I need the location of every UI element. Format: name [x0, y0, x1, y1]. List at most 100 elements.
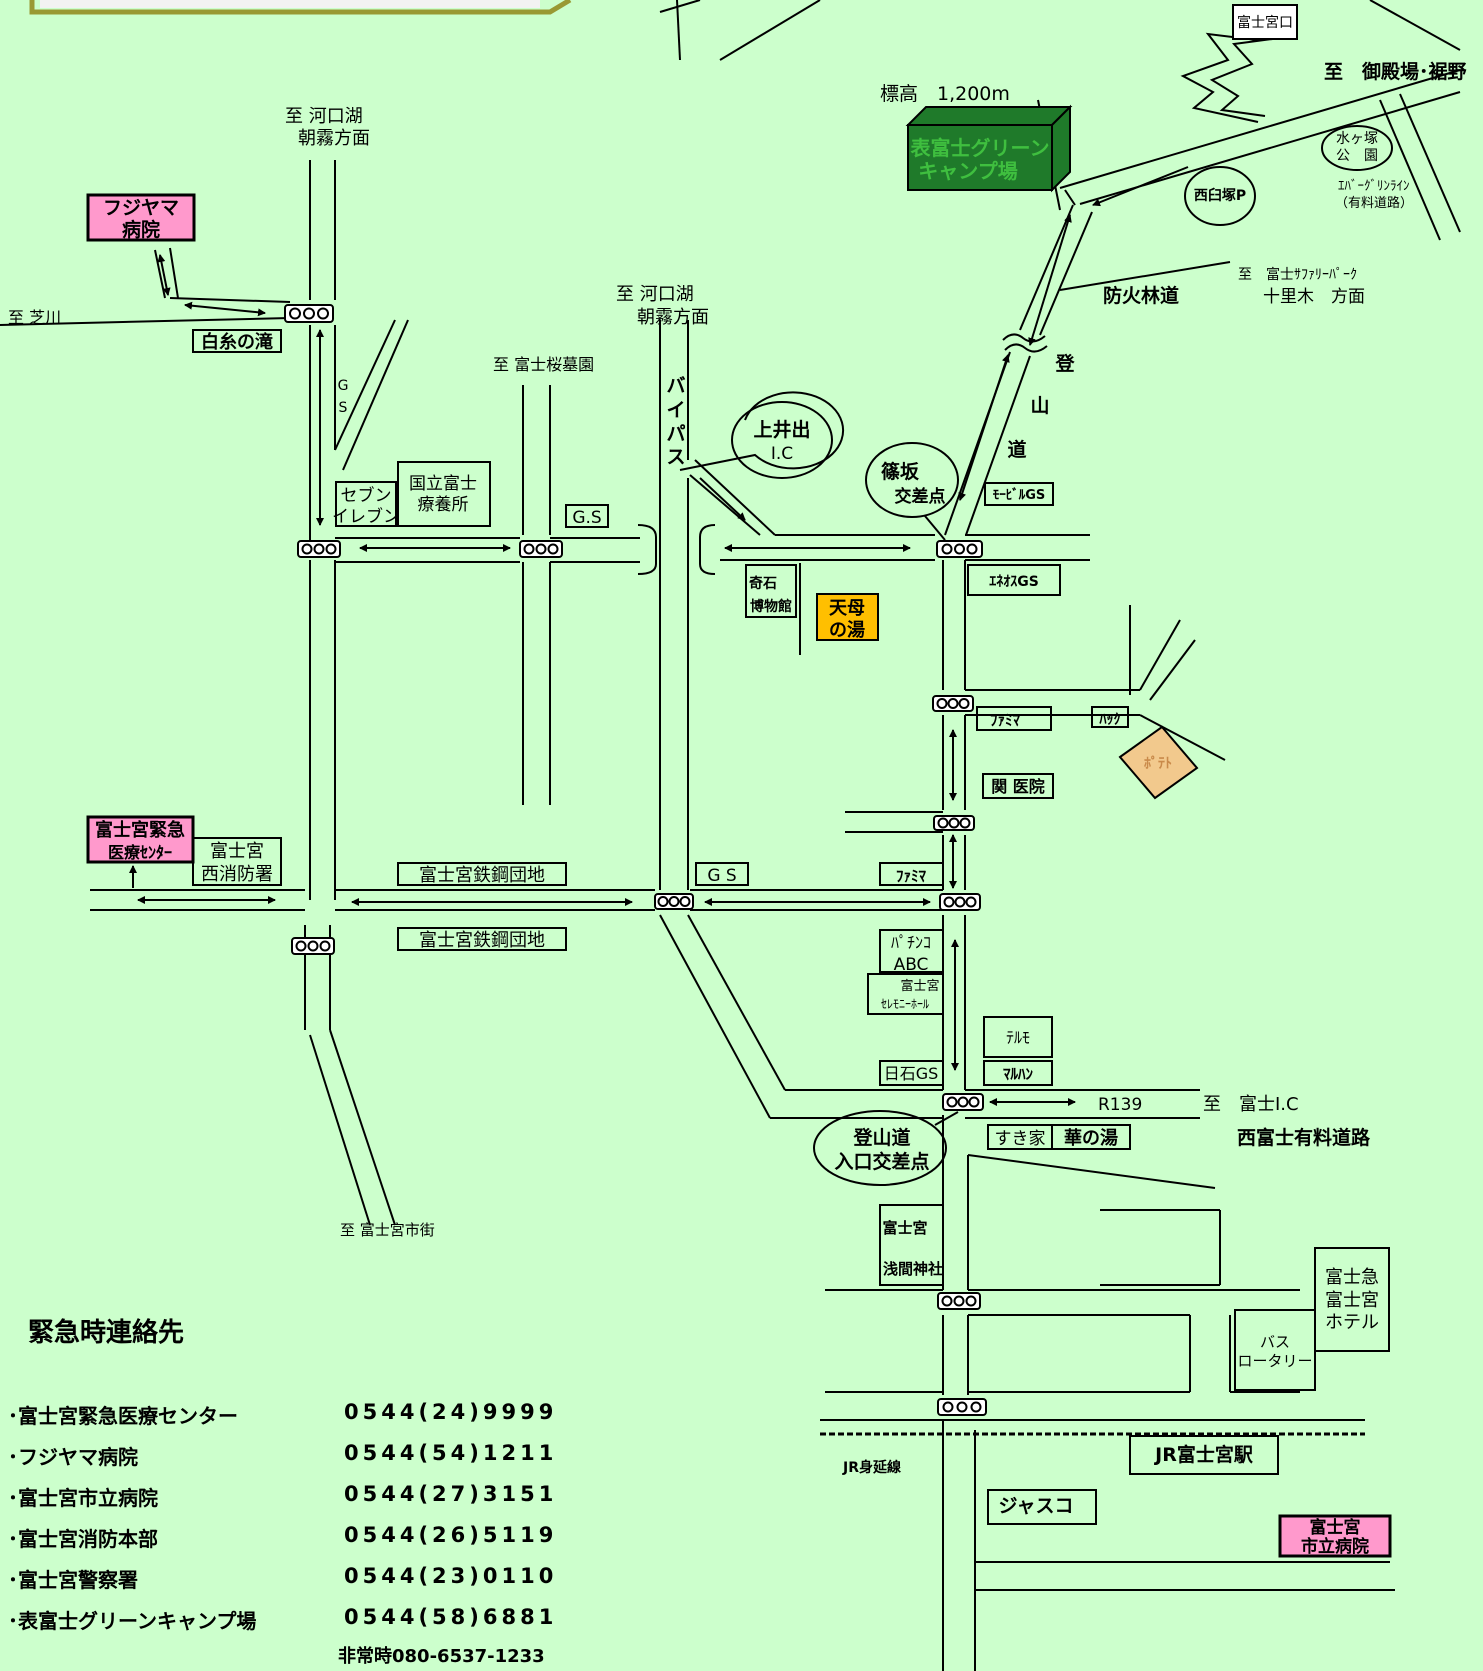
contact-row: ･表富士グリーンキャンプ場 0544(58)6881 [8, 1605, 568, 1635]
label-to-shibakawa: 至 芝川 [8, 308, 61, 327]
label-bus-2: ロータリー [1237, 1352, 1312, 1370]
label-gs-space: G S [707, 866, 736, 886]
label-evergreen-2: （有料道路） [1335, 195, 1413, 211]
contacts-title: 緊急時連絡先 [28, 1318, 185, 1348]
label-seven-2: イレブン [332, 506, 400, 527]
label-tozan-2: 山 [1030, 395, 1049, 417]
label-jusco: ジャスコ [998, 1495, 1073, 1517]
label-shinosaka-2: 交差点 [895, 486, 946, 507]
label-emergency-center-1: 富士宮緊急 [95, 819, 185, 841]
label-bus-1: バス [1260, 1333, 1290, 1351]
contact-name: ･富士宮消防本部 [8, 1527, 158, 1551]
header-bar-fragment [29, 0, 572, 15]
traffic-signal-icon [932, 695, 974, 712]
label-bokarindo: 防火林道 [1103, 284, 1179, 307]
label-evergreen-1: ｴﾊﾞｰｸﾞﾘﾝﾗｲﾝ [1338, 179, 1410, 194]
contact-tel: 0544(27)3151 [344, 1482, 558, 1506]
contact-name: ･富士宮市立病院 [8, 1486, 158, 1510]
label-bypass-2: イ [666, 399, 685, 421]
label-to-sakura: 至 富士桜墓園 [493, 355, 594, 374]
label-bypass-3: パ [666, 423, 685, 445]
label-to-city: 至 富士宮市街 [340, 1221, 435, 1239]
label-nishiusuzuka: 西臼塚P [1194, 187, 1246, 204]
label-emergency-center-2: 医療ｾﾝﾀｰ [108, 843, 172, 862]
label-tozando-entry-1: 登山道 [852, 1126, 910, 1149]
label-to-gotemba: 至 御殿場･裾野 [1324, 60, 1467, 83]
callouts [679, 391, 959, 1186]
label-steel-1: 富士宮鉄鋼団地 [419, 865, 545, 886]
traffic-signals [284, 304, 987, 1416]
label-fujiyama-hosp-2: 病院 [122, 218, 160, 241]
contact-tel: 0544(24)9999 [344, 1400, 558, 1424]
traffic-signal-icon [297, 540, 341, 558]
traffic-signal-icon [936, 540, 983, 558]
label-ceremony-2: ｾﾚﾓﾆｰﾎｰﾙ [881, 997, 929, 1011]
label-mizugatsuka-1: 水ヶ塚 [1336, 131, 1378, 147]
label-shinosaka-1: 篠坂 [881, 460, 920, 483]
label-fujikyu-2: 富士宮 [1325, 1290, 1379, 1311]
label-gs-dot: G.S [572, 508, 601, 528]
label-tozan-3: 道 [1007, 438, 1026, 461]
label-to-safari-2: 十里木 方面 [1263, 287, 1365, 307]
label-west-fire-1: 富士宮 [210, 841, 264, 862]
label-r139: R139 [1098, 1095, 1142, 1115]
label-shiraito: 白糸の滝 [201, 331, 273, 353]
traffic-signal-icon [942, 1093, 984, 1111]
traffic-signal-icon [937, 1398, 987, 1416]
label-famima-1: ﾌｧﾐﾏ [990, 711, 1021, 729]
label-fujikyu-1: 富士急 [1325, 1267, 1379, 1288]
label-gs-v2: S [339, 400, 348, 416]
contact-tel: 0544(54)1211 [344, 1441, 558, 1465]
label-pachinko-1: ﾊﾟﾁﾝｺ [891, 933, 931, 952]
label-sanatorium-1: 国立富士 [409, 474, 477, 494]
contact-name: ･表富士グリーンキャンプ場 [8, 1609, 257, 1633]
direction-arrows [129, 166, 1189, 1106]
label-nisseki: 日石GS [884, 1064, 939, 1083]
contact-row: ･富士宮緊急医療センター 0544(24)9999 [8, 1400, 568, 1430]
label-camp-1: 表富士グリーン [911, 136, 1050, 160]
label-maruhan: ﾏﾙﾊﾝ [1003, 1065, 1034, 1083]
label-bypass-1: バ [666, 375, 685, 397]
label-to-fuji-ic: 至 富士I.C [1203, 1094, 1299, 1115]
label-sanatorium-2: 療養所 [418, 495, 469, 515]
label-kamiide-1: 上井出 [753, 418, 810, 441]
label-kiseki-2: 博物館 [750, 598, 792, 615]
label-pachinko-2: ABC [894, 955, 929, 975]
contact-name: ･富士宮緊急医療センター [8, 1404, 238, 1428]
label-tenmo-1: 天母 [829, 598, 865, 619]
label-potet: ﾎﾟﾃﾄ [1144, 755, 1172, 772]
contact-tel: 0544(23)0110 [344, 1564, 558, 1588]
label-city-hosp-1: 富士宮 [1310, 1517, 1361, 1538]
contact-name: ･フジヤマ病院 [8, 1445, 138, 1469]
label-sengen-2: 浅間神社 [883, 1260, 943, 1278]
label-to-kawaguchi-2b: 朝霧方面 [637, 307, 709, 328]
label-bypass-4: ス [666, 446, 685, 468]
label-terumo: ﾃﾙﾓ [1006, 1028, 1030, 1047]
label-to-kawaguchi-1a: 至 河口湖 [285, 106, 363, 127]
contact-tel: 0544(26)5119 [344, 1523, 558, 1547]
label-minobu: JR身延線 [842, 1459, 901, 1476]
label-city-hosp-2: 市立病院 [1301, 1536, 1369, 1557]
label-tozan-1: 登 [1054, 352, 1075, 375]
traffic-signal-icon [284, 304, 334, 323]
label-tenmo-2: の湯 [829, 620, 865, 641]
emergency-phone: 非常時080-6537-1233 [338, 1646, 545, 1667]
label-to-kawaguchi-2a: 至 河口湖 [616, 284, 694, 305]
label-nishifuji-toll: 西富士有料道路 [1237, 1126, 1371, 1149]
traffic-signal-icon [933, 815, 975, 831]
map-boxes [86, 4, 1393, 1558]
label-ceremony-1: 富士宮 [900, 978, 939, 994]
label-kiseki-1: 奇石 [749, 575, 777, 592]
label-sukiya: すき家 [995, 1129, 1046, 1149]
contact-tel: 0544(58)6881 [344, 1605, 558, 1629]
label-famima-2: ﾌｧﾐﾏ [896, 867, 927, 885]
label-fujiyama-hosp-1: フジヤマ [103, 197, 179, 219]
label-gs-v1: G [338, 378, 349, 394]
label-camp-2: キャンプ場 [918, 159, 1017, 183]
label-seven-1: セブン [341, 485, 392, 506]
label-kamiide-2: I.C [771, 444, 793, 464]
label-to-kawaguchi-1b: 朝霧方面 [298, 128, 370, 149]
camp-building [905, 104, 1073, 193]
label-sengen-1: 富士宮 [882, 1219, 927, 1237]
